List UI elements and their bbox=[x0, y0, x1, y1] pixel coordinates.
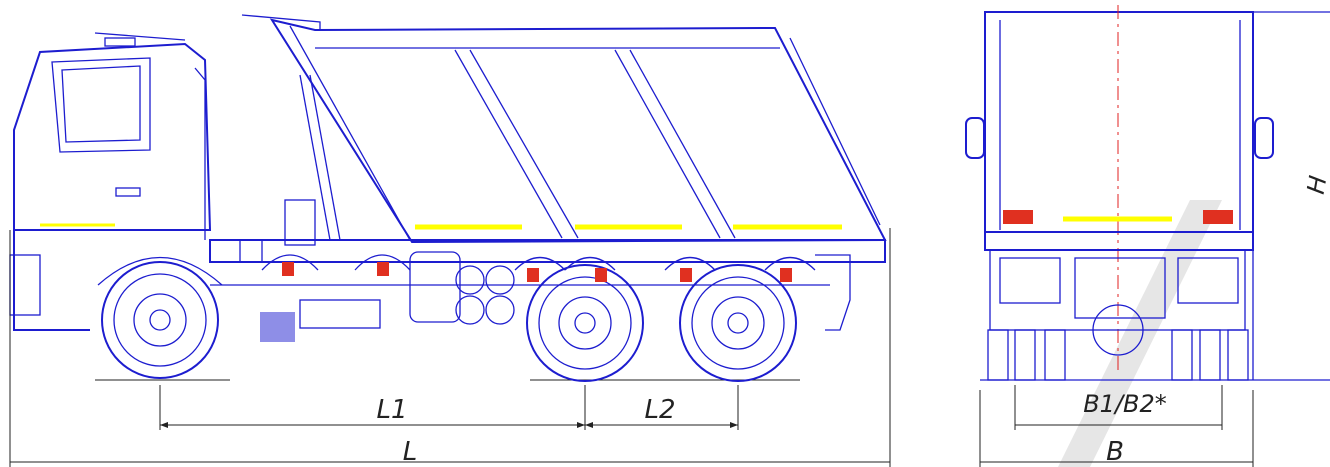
dimension-label-H: H bbox=[1302, 174, 1330, 197]
rear-view: B1/B2* B H bbox=[965, 5, 1330, 467]
chassis-frame bbox=[209, 199, 886, 342]
dimension-lines-side bbox=[9, 228, 891, 467]
cab bbox=[9, 32, 212, 331]
rear-body-box bbox=[984, 11, 1254, 233]
dump-body bbox=[241, 14, 887, 244]
rear-fenders bbox=[261, 254, 816, 282]
dimension-label-B: B bbox=[1106, 437, 1124, 467]
dimension-lines-rear bbox=[979, 385, 1254, 467]
side-view: L1 L2 L bbox=[9, 14, 891, 467]
watermark-stripe bbox=[1058, 200, 1222, 467]
right-mirror bbox=[1254, 117, 1274, 159]
rear-wheel-1 bbox=[526, 264, 644, 382]
dimension-label-L2: L2 bbox=[644, 395, 675, 425]
right-warning-plate bbox=[1203, 210, 1233, 224]
left-mirror bbox=[965, 117, 985, 159]
front-wheel bbox=[97, 257, 223, 379]
dimension-label-L: L bbox=[403, 437, 418, 467]
left-warning-plate bbox=[1003, 210, 1033, 224]
dimension-label-B1-B2: B1/B2* bbox=[1083, 390, 1167, 418]
rear-underride bbox=[815, 254, 851, 331]
dimension-label-L1: L1 bbox=[376, 395, 407, 425]
rear-wheel-2 bbox=[679, 264, 797, 382]
